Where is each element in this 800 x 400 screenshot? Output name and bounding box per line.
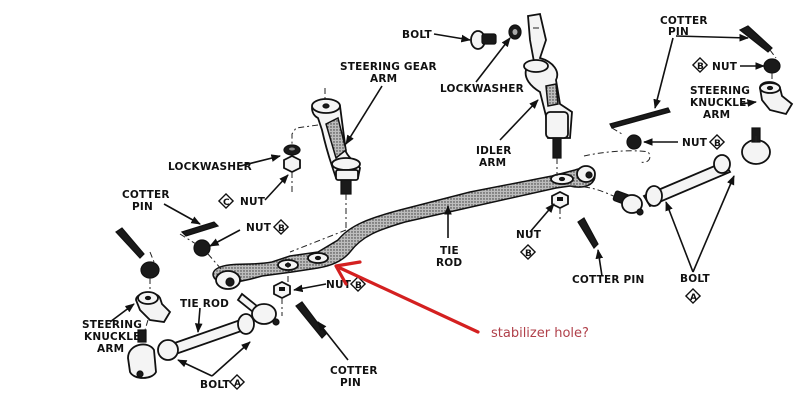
callout-b-center: B (519, 243, 537, 261)
label-cotter-pin-top-right-1: COTTER (660, 15, 708, 27)
left-outer-tie-rod (127, 292, 280, 379)
label-nut-right-mid: NUT (682, 137, 708, 149)
callout-a-left: A (228, 373, 246, 391)
label-knuckle-arm-left-1: STEERING (82, 319, 142, 331)
label-idler-arm-1: IDLER (476, 145, 512, 157)
label-steering-gear-arm-2: ARM (370, 73, 397, 85)
svg-text:B: B (355, 281, 362, 291)
label-knuckle-arm-right-2: KNUCKLE (690, 97, 747, 109)
svg-text:B: B (525, 249, 532, 259)
annotation-text: stabilizer hole? (491, 326, 589, 341)
label-cotter-pin-bottom-2: PIN (340, 377, 361, 389)
label-bolt-top: BOLT (402, 29, 432, 41)
right-mid-nut-and-cotter (609, 107, 671, 150)
label-cotter-pin-left-2: PIN (132, 201, 153, 213)
part-labels: BOLT LOCKWASHER STEERING GEAR ARM IDLER … (82, 15, 750, 391)
label-nut-b-left: NUT (246, 222, 272, 234)
user-annotation: stabilizer hole? (334, 260, 589, 341)
label-nut-top-right: NUT (712, 61, 738, 73)
steering-gear-arm (289, 88, 361, 253)
callout-b-top-right: B (691, 56, 709, 74)
label-tie-rod-center-2: ROD (436, 257, 462, 269)
callout-b-right-mid: B (708, 133, 726, 151)
label-steering-gear-arm-1: STEERING GEAR (340, 61, 437, 73)
right-outer-tie-rod (569, 127, 771, 216)
label-knuckle-arm-right-3: ARM (703, 109, 730, 121)
svg-text:C: C (223, 198, 230, 208)
svg-text:A: A (234, 379, 241, 389)
callout-b-lower: B (349, 275, 367, 293)
idler-bolt-and-lockwasher (470, 24, 522, 50)
label-tie-rod-center-1: TIE (440, 245, 459, 257)
svg-text:B: B (278, 224, 285, 234)
callout-c: C (217, 192, 235, 210)
idler-arm (523, 12, 573, 176)
callout-b-left: B (272, 218, 290, 236)
svg-text:B: B (714, 139, 721, 149)
svg-text:B: B (697, 62, 704, 72)
lockwasher-and-nut-c (283, 124, 319, 194)
label-nut-b-lower: NUT (326, 279, 352, 291)
label-nut-c: NUT (240, 196, 266, 208)
label-knuckle-arm-left-2: KNUCKLE (84, 331, 141, 343)
label-cotter-pin-left-1: COTTER (122, 189, 170, 201)
center-nut-and-cotter (551, 190, 599, 249)
label-cotter-pin-top-right-2: PIN (668, 26, 689, 38)
label-lockwasher-top: LOCKWASHER (440, 83, 524, 95)
label-cotter-pin-bottom-1: COTTER (330, 365, 378, 377)
right-steering-knuckle-arm (738, 25, 794, 116)
label-idler-arm-2: ARM (479, 157, 506, 169)
label-cotter-pin-center: COTTER PIN (572, 274, 645, 286)
label-knuckle-arm-right-1: STEERING (690, 85, 750, 97)
label-tie-rod-left: TIE ROD (180, 298, 229, 310)
annotation-arrowhead (334, 260, 362, 286)
label-knuckle-arm-left-3: ARM (97, 343, 124, 355)
callout-a-right: A (684, 287, 702, 305)
label-lockwasher-left: LOCKWASHER (168, 161, 252, 173)
leader-lines (109, 33, 765, 377)
label-nut-center: NUT (516, 229, 542, 241)
annotation-arrow (338, 266, 480, 334)
svg-text:A: A (690, 293, 697, 303)
left-nut-b-and-cotter (179, 221, 223, 271)
label-bolt-left: BOLT (200, 379, 230, 391)
label-bolt-right: BOLT (680, 273, 710, 285)
left-steering-knuckle-arm (115, 227, 172, 331)
